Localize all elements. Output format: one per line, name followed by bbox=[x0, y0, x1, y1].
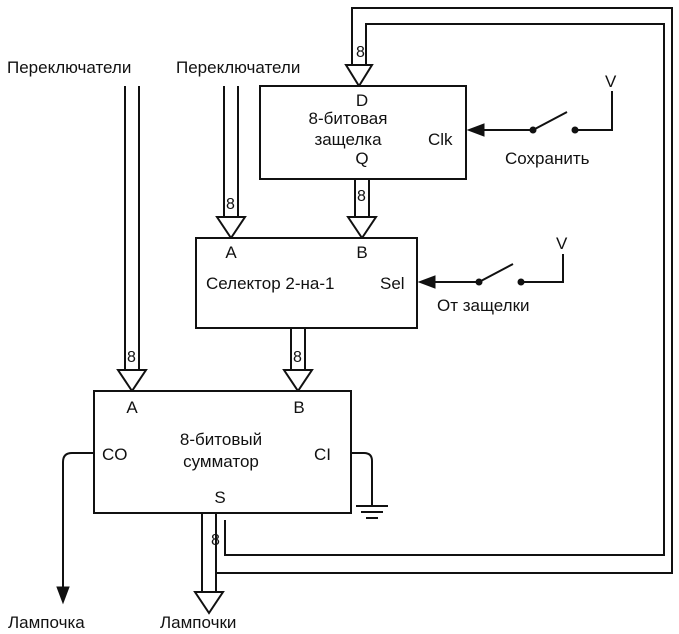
carry-out-wire bbox=[62, 452, 94, 587]
latch-output-bus bbox=[354, 179, 370, 217]
selector-input-a: A bbox=[225, 243, 237, 262]
latch-title-line1: 8-битовая bbox=[309, 109, 388, 128]
switch-bus-left-width: 8 bbox=[127, 349, 136, 366]
store-clock-arrowhead bbox=[466, 123, 485, 137]
adder-title-line2: сумматор bbox=[183, 452, 259, 471]
selector-box bbox=[195, 237, 418, 329]
switch-bus-right-arrowhead bbox=[215, 216, 247, 240]
ground-icon bbox=[356, 505, 388, 519]
switches-right-label: Переключатели bbox=[176, 58, 300, 77]
switch-bus-right bbox=[223, 86, 239, 217]
feedback-bus-arrowhead bbox=[344, 64, 374, 88]
store-switch-wire bbox=[482, 91, 613, 131]
store-switch-contact bbox=[571, 126, 579, 134]
switches-left-label: Переключатели bbox=[7, 58, 131, 77]
latch-input-d: D bbox=[356, 91, 368, 110]
sum-output-bus-width: 8 bbox=[211, 532, 220, 549]
adder-carry-in-label: CI bbox=[314, 445, 331, 464]
latch-title-line2: защелка bbox=[314, 130, 382, 149]
from-latch-switch-label: От защелки bbox=[437, 296, 530, 315]
adder-input-b: B bbox=[293, 398, 304, 417]
latch-output-bus-arrowhead bbox=[346, 216, 378, 240]
store-switch-label: Сохранить bbox=[505, 149, 590, 168]
carry-in-wire bbox=[351, 452, 373, 506]
lamp-label: Лампочка bbox=[8, 613, 85, 632]
carry-out-arrowhead bbox=[56, 586, 70, 605]
from-latch-switch-wire bbox=[433, 254, 564, 283]
adder-carry-out-label: CO bbox=[102, 445, 128, 464]
latch-clock-label: Clk bbox=[428, 130, 453, 149]
adder-input-a: A bbox=[126, 398, 138, 417]
switch-bus-left bbox=[124, 86, 140, 370]
from-latch-switch-voltage: V bbox=[556, 234, 568, 253]
selector-select-label: Sel bbox=[380, 274, 405, 293]
latch-box bbox=[259, 85, 467, 180]
switch-bus-right-width: 8 bbox=[226, 196, 235, 213]
selector-output-bus-width: 8 bbox=[293, 349, 302, 366]
feedback-bus-width: 8 bbox=[356, 44, 365, 61]
from-latch-switch-contact bbox=[517, 278, 525, 286]
latch-output-bus-width: 8 bbox=[357, 188, 366, 205]
sum-output-bus-arrowhead bbox=[193, 591, 225, 615]
selector-title: Селектор 2-на-1 bbox=[206, 274, 334, 293]
select-arrowhead bbox=[417, 275, 436, 289]
switch-bus-left-arrowhead bbox=[116, 369, 148, 393]
from-latch-switch-pivot bbox=[475, 278, 483, 286]
store-switch-voltage: V bbox=[605, 72, 617, 91]
latch-output-q: Q bbox=[355, 149, 368, 168]
selector-output-bus bbox=[290, 328, 306, 370]
selector-output-bus-arrowhead bbox=[282, 369, 314, 393]
adder-title-line1: 8-битовый bbox=[180, 430, 262, 449]
selector-input-b: B bbox=[356, 243, 367, 262]
adder-sum-label: S bbox=[214, 488, 225, 507]
sum-output-bus bbox=[201, 513, 217, 592]
feedback-bus-inner bbox=[224, 23, 665, 556]
lamps-label: Лампочки bbox=[160, 613, 236, 632]
store-switch-pivot bbox=[529, 126, 537, 134]
